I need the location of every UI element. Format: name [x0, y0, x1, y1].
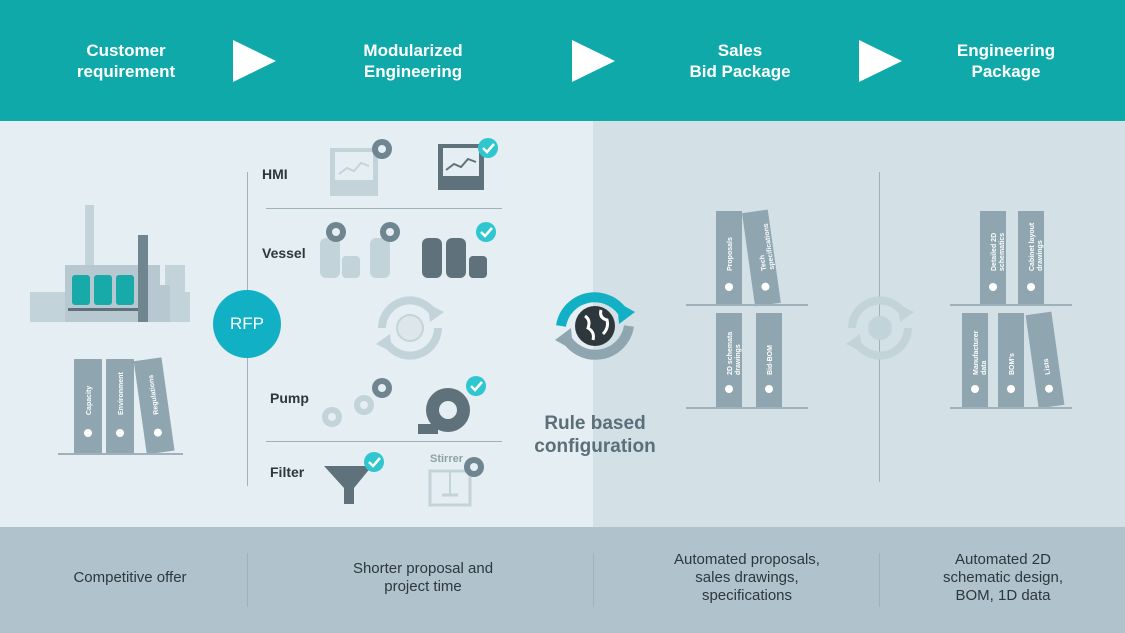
binder-icon: BOM's: [998, 313, 1024, 407]
row-label-filter: Filter: [270, 464, 305, 480]
binder-cabinet-layout-drawings: Cabinet layoutdrawings: [1029, 222, 1044, 271]
benefit-shorter-proposal: Shorter proposal and project time: [352, 560, 494, 595]
binder-boms: BOM's: [1009, 353, 1016, 375]
monitor-icon: [330, 139, 392, 196]
binder-environment: Environment: [118, 372, 125, 415]
binder-icon: Detailed 2Dschematics: [980, 211, 1006, 305]
binder-icon: Techspecifications: [742, 209, 781, 307]
binder-icon: Capacity: [74, 359, 102, 453]
sales-binders: Proposals Techspecifications 2D schemata…: [686, 209, 808, 409]
stage-customer-requirement: Customer requirement: [76, 41, 176, 81]
binder-manufacturer-data: Manufacturerdata: [973, 330, 988, 375]
binder-icon: Lists: [1025, 311, 1065, 409]
checkmark-icon: [466, 376, 486, 396]
checkmark-icon: [478, 138, 498, 158]
globe-cycle-icon: [846, 296, 914, 360]
binder-bid-bom: Bid-BOM: [767, 345, 774, 375]
pump-icon: [418, 376, 486, 434]
stirrer-icon: [428, 457, 484, 507]
row-label-pump: Pump: [270, 390, 309, 406]
divider: [266, 441, 502, 442]
stirrer-label: Stirrer: [430, 453, 464, 465]
binder-lists: Lists: [1043, 358, 1052, 375]
factory-icon: [30, 205, 190, 322]
row-label-vessel: Vessel: [262, 245, 306, 261]
tank-icon: [320, 222, 400, 278]
binder-icon: Environment: [106, 359, 134, 453]
binder-2d-schemata-drawings: 2D schematadrawings: [727, 332, 742, 375]
benefit-competitive-offer: Competitive offer: [73, 569, 187, 586]
monitor-icon: [438, 138, 498, 190]
arrow-right-icon: [859, 40, 902, 82]
binder-capacity: Capacity: [86, 386, 93, 415]
checkmark-icon: [476, 222, 496, 242]
divider: [247, 553, 248, 607]
divider: [266, 208, 502, 209]
pump-icon: [322, 378, 392, 427]
stage-modularized-engineering: Modularized Engineering: [363, 41, 463, 81]
arrow-right-icon: [572, 40, 615, 82]
arrow-right-icon: [233, 40, 276, 82]
binder-detailed-2d-schematics: Detailed 2Dschematics: [991, 233, 1006, 271]
divider: [593, 553, 594, 607]
stage-sales-bid-package: Sales Bid Package: [689, 41, 791, 81]
panel-left: [0, 121, 593, 527]
binder-icon: Cabinet layoutdrawings: [1018, 211, 1044, 305]
tank-icon: [422, 222, 496, 278]
binder-icon: Regulations: [133, 357, 175, 455]
globe-cycle-icon: [555, 292, 635, 360]
benefit-automated-2d-schematic: Automated 2D schematic design, BOM, 1D d…: [942, 551, 1064, 604]
checkmark-icon: [364, 452, 384, 472]
binder-icon: Bid-BOM: [756, 313, 782, 407]
divider: [879, 553, 880, 607]
rule-based-configuration-label: Rule based configuration: [534, 413, 656, 457]
benefit-automated-proposals: Automated proposals, sales drawings, spe…: [674, 551, 820, 604]
benefits-footer: Competitive offer Shorter proposal and p…: [0, 527, 1125, 633]
binder-icon: 2D schematadrawings: [716, 313, 742, 407]
binder-icon: Proposals: [716, 211, 742, 305]
row-label-hmi: HMI: [262, 166, 288, 182]
stage-engineering-package: Engineering Package: [956, 41, 1056, 81]
binder-proposals: Proposals: [727, 237, 734, 271]
customer-binders: Capacity Environment Regulations: [58, 357, 183, 455]
engineering-binders: Detailed 2Dschematics Cabinet layoutdraw…: [950, 211, 1072, 409]
binder-icon: Manufacturerdata: [962, 313, 988, 407]
process-header: Customer requirement Modularized Enginee…: [0, 0, 1125, 121]
globe-cycle-icon: [376, 296, 444, 360]
rfp-badge: RFP: [213, 290, 281, 358]
filter-funnel-icon: [324, 452, 384, 504]
